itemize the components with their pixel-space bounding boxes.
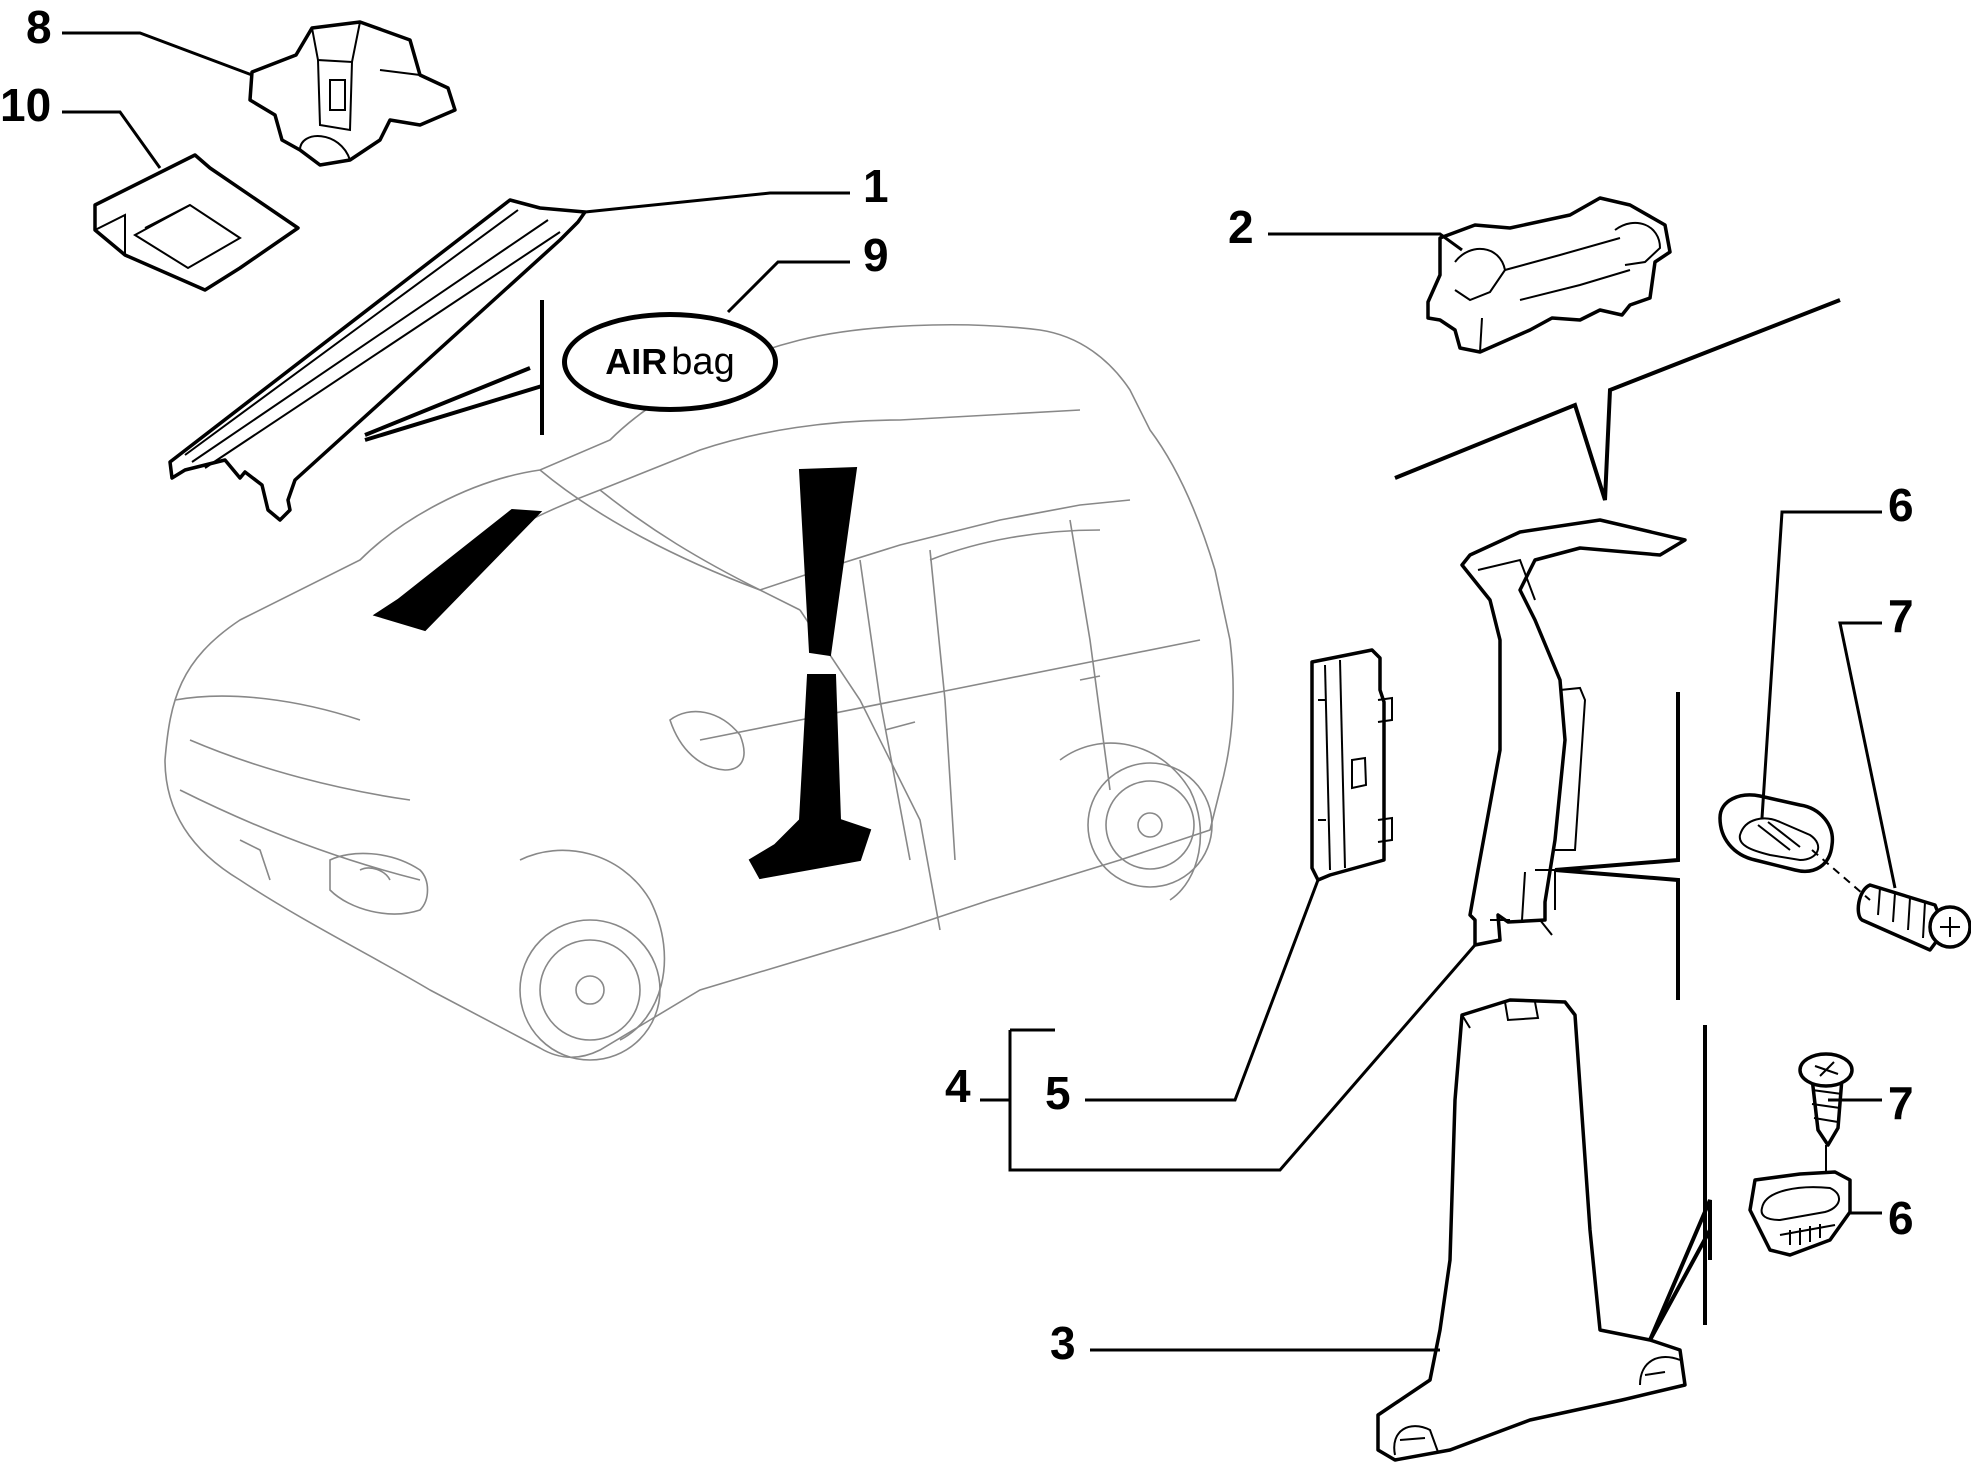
part-2-clip <box>1426 196 1672 354</box>
car-illustration <box>164 324 1234 1061</box>
orientation-strokes <box>364 298 1841 1341</box>
part-4-b-pillar-upper <box>1460 518 1687 947</box>
part-3-b-pillar-lower <box>1376 998 1687 1462</box>
airbag-label-bold: AIR <box>605 341 668 382</box>
part-7-screw-lower <box>1798 1052 1854 1147</box>
part-6-grommet-upper <box>1718 793 1835 873</box>
part-7-screw-upper <box>1856 883 1971 952</box>
callout-5: 5 <box>1045 1067 1071 1119</box>
callout-8: 8 <box>26 1 52 53</box>
callout-7-lower: 7 <box>1888 1077 1914 1129</box>
callout-2: 2 <box>1228 201 1254 253</box>
part-8-clip <box>248 20 457 167</box>
part-5-clip-bar <box>1310 648 1393 882</box>
callout-3: 3 <box>1050 1317 1076 1369</box>
callout-9: 9 <box>863 229 889 281</box>
callout-6-upper: 6 <box>1888 479 1914 531</box>
leader-lines <box>62 31 1897 1352</box>
callout-4: 4 <box>945 1060 971 1112</box>
part-6-grommet-lower <box>1748 1170 1852 1257</box>
callout-6-lower: 6 <box>1888 1192 1914 1244</box>
callout-1: 1 <box>863 160 889 212</box>
part-1-a-pillar-trim <box>168 198 587 522</box>
airbag-label: AIR bag <box>562 312 778 412</box>
callout-7-upper: 7 <box>1888 590 1914 642</box>
callout-10: 10 <box>0 79 52 131</box>
airbag-label-regular: bag <box>671 340 735 383</box>
part-10-bracket <box>93 153 300 292</box>
